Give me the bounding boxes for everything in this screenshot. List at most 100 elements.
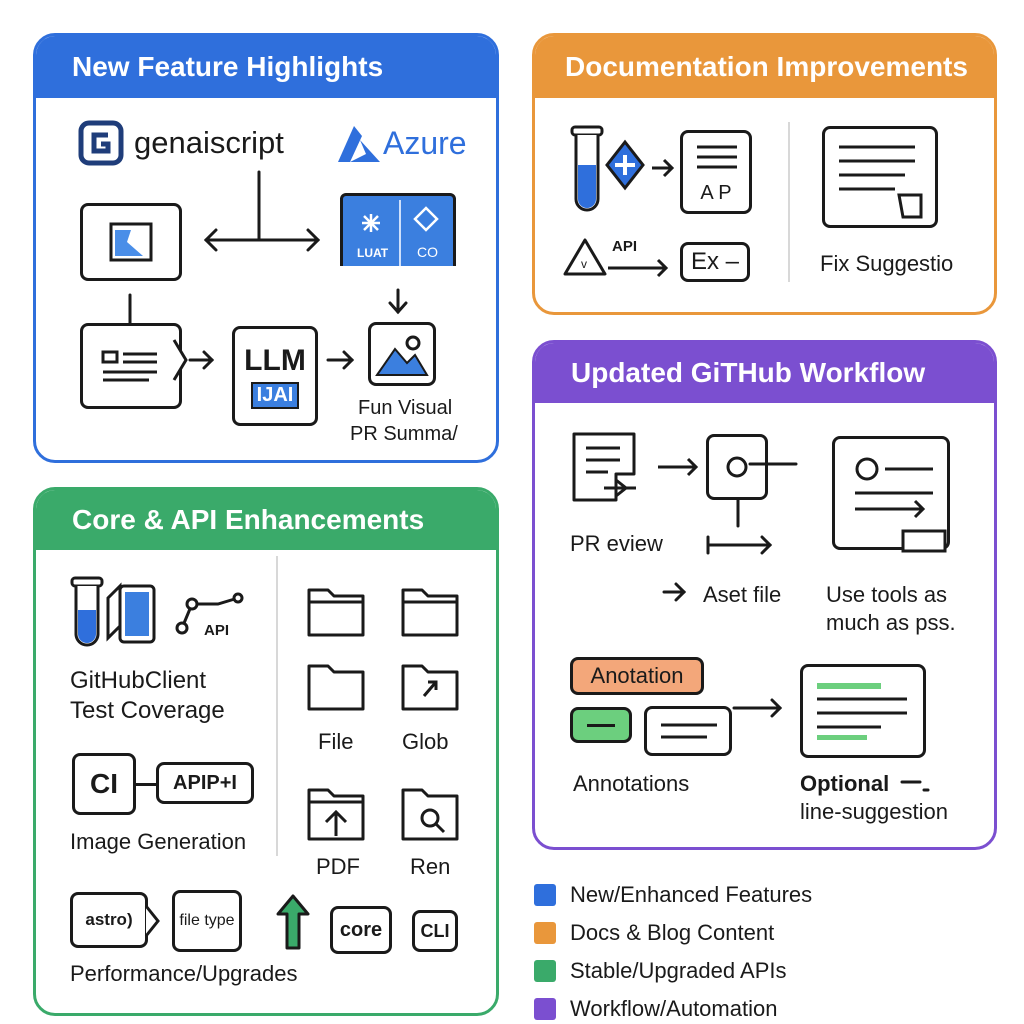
core-test-tube-icon bbox=[70, 576, 104, 647]
githubclient-label-1: GitHubClient bbox=[70, 667, 207, 694]
workflow-title: Updated GiTHub Workflow bbox=[571, 357, 926, 388]
pdf-folder-icon bbox=[307, 788, 365, 841]
sparkle-icon bbox=[362, 214, 380, 232]
phone-icon bbox=[106, 582, 156, 644]
cli-box: CLI bbox=[412, 910, 458, 952]
azure-logo-icon bbox=[338, 126, 380, 162]
image-window-box bbox=[80, 203, 182, 281]
api-label: API bbox=[612, 238, 638, 255]
core-api-title: Core & API Enhancements bbox=[72, 504, 425, 535]
astro-label: astro) bbox=[85, 910, 133, 929]
legend-swatch-apis bbox=[534, 960, 556, 982]
file-type-box: file type bbox=[172, 890, 242, 952]
legend-label-apis: Stable/Upgraded APIs bbox=[570, 958, 787, 983]
svg-text:v: v bbox=[581, 257, 587, 271]
githubclient-label-2: Test Coverage bbox=[70, 697, 225, 724]
core-box: core bbox=[330, 906, 392, 954]
ci-box: CI bbox=[72, 753, 136, 815]
workflow-panel: Updated GiTHub Workflow bbox=[532, 340, 997, 850]
api-triangle-icon: v bbox=[563, 238, 607, 276]
optional-label-2: line-suggestion bbox=[800, 799, 948, 824]
image-generation-label: Image Generation bbox=[70, 829, 247, 854]
feature-highlights-header: New Feature Highlights bbox=[36, 36, 496, 98]
doc-arrow-1 bbox=[652, 158, 675, 178]
plus-diamond-icon bbox=[605, 139, 645, 191]
use-tools-label-2: much as pss. bbox=[826, 610, 956, 635]
file-folder-icon bbox=[307, 664, 365, 711]
api-document-box: A P bbox=[680, 130, 752, 214]
api-graph-icon bbox=[175, 592, 244, 635]
legend-label-docs: Docs & Blog Content bbox=[570, 920, 775, 945]
generated-image-box bbox=[368, 322, 436, 386]
core-api-header: Core & API Enhancements bbox=[36, 490, 496, 550]
apip-box: APIP+I bbox=[156, 762, 254, 804]
genaiscript-label: genaiscript bbox=[134, 125, 284, 160]
core-api-small-label: API bbox=[204, 622, 230, 639]
co-label: CO bbox=[417, 244, 438, 260]
legend-label-workflow: Workflow/Automation bbox=[570, 996, 778, 1021]
fun-visual-caption-2: PR Summa/ bbox=[350, 423, 458, 445]
astro-tab-arrow bbox=[144, 905, 160, 937]
folder-icon-1 bbox=[307, 588, 365, 637]
upgrade-arrow-icon bbox=[276, 894, 310, 950]
genaiscript-logo-icon bbox=[78, 120, 124, 166]
fun-visual-caption-1: Fun Visual bbox=[358, 397, 453, 419]
ren-label: Ren bbox=[410, 854, 451, 879]
legend-item-features: New/Enhanced Features bbox=[534, 882, 812, 908]
document-lines-icon bbox=[101, 350, 157, 382]
ci-label: CI bbox=[90, 768, 118, 799]
legend-swatch-docs bbox=[534, 922, 556, 944]
ci-connector bbox=[136, 783, 158, 786]
cli-label: CLI bbox=[420, 920, 450, 941]
pr-review-doc-icon bbox=[572, 432, 636, 502]
mountain-image-icon bbox=[375, 335, 429, 376]
llm-label: LLM bbox=[244, 343, 306, 377]
apip-label: APIP+I bbox=[173, 771, 237, 794]
example-box: Ex – bbox=[680, 242, 750, 282]
folder-icon-2 bbox=[401, 588, 459, 637]
documentation-header: Documentation Improvements bbox=[535, 36, 994, 98]
llm-box: LLM IJAI bbox=[232, 326, 318, 426]
file-type-label: file type bbox=[179, 912, 235, 929]
ap-label: A P bbox=[700, 182, 732, 204]
ex-label: Ex – bbox=[690, 248, 740, 275]
legend-swatch-workflow bbox=[534, 998, 556, 1020]
use-tools-box bbox=[832, 436, 950, 553]
docs-divider bbox=[788, 122, 790, 282]
glob-label: Glob bbox=[402, 729, 449, 754]
azure-label: Azure bbox=[383, 125, 467, 161]
fix-suggestion-label: Fix Suggestio bbox=[820, 251, 954, 276]
astro-box: astro) bbox=[70, 892, 148, 948]
dashboard-screen: LUAT CO bbox=[340, 193, 456, 283]
document-tab-arrow bbox=[172, 339, 188, 381]
use-tools-label-1: Use tools as bbox=[826, 582, 948, 607]
file-label: File bbox=[318, 729, 354, 754]
legend-item-apis: Stable/Upgraded APIs bbox=[534, 958, 786, 984]
aset-file-label: Aset file bbox=[703, 582, 782, 607]
workflow-node-box bbox=[706, 434, 768, 500]
luat-label: LUAT bbox=[357, 246, 389, 260]
anotation-chip-label: Anotation bbox=[590, 663, 684, 688]
legend-item-workflow: Workflow/Automation bbox=[534, 996, 777, 1022]
workflow-header: Updated GiTHub Workflow bbox=[535, 343, 994, 403]
optional-label-1: Optional bbox=[800, 771, 890, 796]
llm-sub-label: IJAI bbox=[250, 381, 300, 409]
line-suggestion-box bbox=[800, 664, 926, 758]
pr-review-label: PR eview bbox=[570, 531, 663, 556]
fix-suggestion-box bbox=[822, 126, 938, 228]
documentation-title: Documentation Improvements bbox=[565, 51, 968, 82]
anotation-chip: Anotation bbox=[570, 657, 704, 695]
core-divider bbox=[276, 556, 278, 856]
test-tube-icon bbox=[570, 125, 604, 212]
annotations-label: Annotations bbox=[573, 771, 690, 796]
performance-label: Performance/Upgrades bbox=[70, 961, 298, 986]
ren-folder-icon bbox=[401, 788, 459, 841]
legend-item-docs: Docs & Blog Content bbox=[534, 920, 774, 946]
green-chip bbox=[570, 707, 632, 743]
glob-folder-icon bbox=[401, 664, 459, 711]
document-box bbox=[80, 323, 182, 409]
annotation-text-box bbox=[644, 706, 732, 756]
workflow-arrow-1 bbox=[658, 457, 699, 477]
diamond-icon bbox=[413, 206, 439, 232]
legend-swatch-features bbox=[534, 884, 556, 906]
